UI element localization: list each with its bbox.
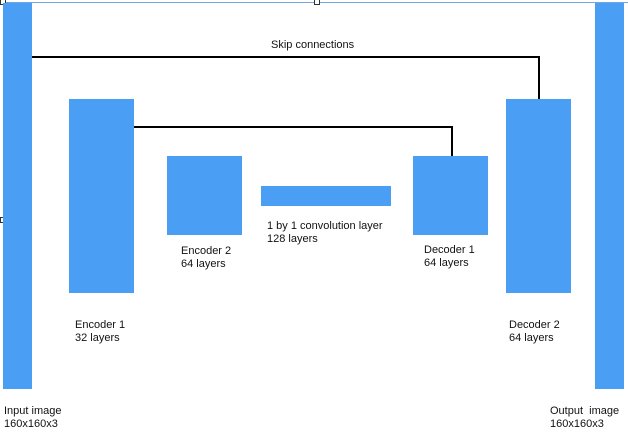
encoder-2-layers: 64 layers <box>181 258 226 270</box>
decoder-2-layers: 64 layers <box>509 332 554 344</box>
output-image-size: 160x160x3 <box>550 418 604 430</box>
bottleneck-block <box>261 186 391 206</box>
decoder-1-name: Decoder 1 <box>424 244 475 256</box>
bottleneck-layers: 128 layers <box>267 233 318 245</box>
outer-skip-connection <box>32 56 540 99</box>
encoder-1-name: Encoder 1 <box>75 319 126 331</box>
encoder-2-label: Encoder 2 64 layers <box>181 245 231 271</box>
encoder-2-block <box>167 156 242 235</box>
input-image-name: Input image <box>4 405 62 417</box>
skip-connections-label: Skip connections <box>271 39 355 51</box>
encoder-2-name: Encoder 2 <box>181 245 232 257</box>
input-image-block <box>3 3 32 389</box>
encoder-1-label: Encoder 1 32 layers <box>75 319 125 345</box>
decoder-1-block <box>413 156 488 235</box>
encoder-1-layers: 32 layers <box>75 332 120 344</box>
input-image-label: Input image 160x160x3 <box>4 405 61 431</box>
decoder-1-layers: 64 layers <box>424 257 469 269</box>
inner-skip-connection <box>134 126 453 156</box>
output-image-block <box>595 3 624 389</box>
encoder-1-block <box>69 99 134 293</box>
decoder-2-label: Decoder 2 64 layers <box>509 319 560 345</box>
input-image-size: 160x160x3 <box>4 418 58 430</box>
bottleneck-name: 1 by 1 convolution layer <box>267 220 383 232</box>
selection-handle-top-center[interactable] <box>314 0 320 5</box>
bottleneck-label: 1 by 1 convolution layer 128 layers <box>267 220 383 246</box>
decoder-1-label: Decoder 1 64 layers <box>424 244 475 270</box>
decoder-2-block <box>506 99 571 293</box>
output-image-name: Output image <box>550 405 620 417</box>
output-image-label: Output image 160x160x3 <box>550 405 619 431</box>
decoder-2-name: Decoder 2 <box>509 319 560 331</box>
